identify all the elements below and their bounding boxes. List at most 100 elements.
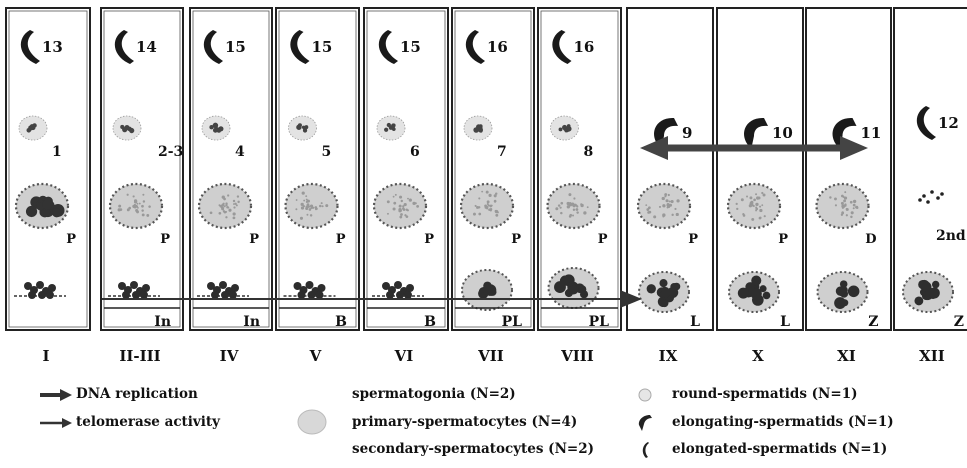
spermatogonium-blob [140, 291, 148, 299]
chromatin-speckle [671, 214, 673, 216]
chromatin-speckle [148, 205, 151, 208]
chromatin-speckle [393, 202, 396, 205]
stage-panel-border [101, 8, 183, 330]
spermatogonium-blob [406, 284, 414, 292]
chromatin-speckle [841, 202, 844, 205]
chromatin-speckle [315, 208, 317, 210]
spermatogonium-blob [130, 281, 138, 289]
chromatin-speckle [237, 195, 239, 197]
chromatin-speckle [568, 205, 570, 207]
spermatogonia-type-label: B [335, 314, 347, 330]
spermatocyte-bottom-label: Z [954, 314, 964, 330]
chromatin-speckle [853, 207, 855, 209]
spermatocyte-phase-label: P [160, 232, 170, 247]
stage-panel-inner-border [367, 11, 445, 327]
chromatin-speckle [43, 200, 53, 210]
chromatin-speckle [753, 199, 756, 202]
chromatin-speckle [829, 196, 831, 198]
elongated-spermatid-step: 15 [400, 38, 421, 56]
chromatin-speckle [227, 207, 229, 209]
round-spermatid-step: 7 [497, 144, 507, 160]
secondary-spermatocyte-dot [922, 194, 926, 198]
spermatogonium-blob [219, 281, 227, 289]
spermatocyte-phase-label: P [336, 232, 346, 247]
stage-panel-border [190, 8, 272, 330]
chromatin-speckle [846, 214, 848, 216]
chromatin-speckle [233, 206, 235, 208]
chromatin-speckle [401, 200, 403, 202]
spermatogonium-blob [316, 291, 324, 299]
chromatin-speckle [221, 204, 224, 207]
chromatin-speckle [560, 212, 562, 214]
spermatogonium-blob [28, 291, 36, 299]
chromatin-speckle [842, 211, 844, 213]
chromatin-speckle [26, 206, 37, 217]
nucleus-speckle [29, 127, 33, 131]
chromatin-speckle [399, 216, 402, 219]
chromatin-speckle [306, 214, 308, 216]
stage-roman-numeral: VII [477, 347, 504, 365]
chromatin-speckle [666, 199, 669, 202]
elongated-spermatid-step: 15 [312, 38, 333, 56]
chromatin-speckle [834, 197, 837, 200]
chromatin-speckle [142, 194, 144, 196]
spermatogonium-blob [122, 291, 130, 299]
nucleus-speckle [389, 125, 394, 130]
chromatin-speckle [559, 207, 561, 209]
chromatin-speckle [645, 204, 647, 206]
spermatogonium-blob [308, 291, 316, 299]
chromatin-speckle [497, 211, 499, 213]
secondary-spermatocyte-dot [918, 198, 922, 202]
chromatin-speckle [142, 213, 145, 216]
chromatin-speckle [576, 211, 578, 213]
chromatin-speckle [763, 194, 766, 197]
chromatin-speckle [393, 196, 395, 198]
chromatin-speckle [295, 208, 297, 210]
chromatin-speckle [844, 204, 847, 207]
chromatin-speckle [736, 203, 738, 205]
elongated-spermatid-icon [379, 30, 398, 64]
chromatin-speckle [755, 193, 757, 195]
chromatin-speckle [662, 213, 665, 216]
spermatocyte-phase-label: P [249, 232, 259, 247]
chromatin-speckle [137, 203, 139, 205]
elongated-spermatid-icon [21, 30, 40, 64]
chromatin-speckle [669, 201, 671, 203]
nucleus-speckle [384, 128, 388, 132]
chromatin-speckle [473, 213, 476, 216]
chromatin-speckle [764, 215, 766, 217]
nucleus-speckle [479, 129, 482, 132]
chromatin-speckle [853, 200, 856, 203]
secondary-spermatocyte-dot [930, 190, 934, 194]
chromatin-speckle [494, 194, 497, 197]
chromatin-blob [748, 287, 757, 296]
chromatin-speckle [478, 197, 480, 199]
stage-panel-border [364, 8, 448, 330]
chromatin-blob [852, 287, 859, 294]
chromatin-speckle [312, 207, 314, 209]
spermatocyte-phase-label: D [865, 232, 876, 247]
chromatin-speckle [494, 200, 497, 203]
spermatogonia-type-label: B [424, 314, 436, 330]
nucleus-speckle [564, 129, 568, 133]
chromatin-speckle [398, 209, 401, 212]
chromatin-blob [670, 283, 677, 290]
nucleus-speckle [559, 127, 563, 131]
chromatin-speckle [296, 199, 298, 201]
chromatin-speckle [844, 191, 846, 193]
chromatin-speckle [850, 201, 853, 204]
nucleus-speckle [298, 123, 302, 127]
nucleus-speckle [213, 128, 218, 133]
elongated-spermatid-step: 15 [225, 38, 246, 56]
chromatin-speckle [399, 196, 402, 199]
chromatin-speckle [481, 191, 483, 193]
chromatin-speckle [222, 195, 225, 198]
chromatin-speckle [325, 204, 328, 207]
chromatin-blob [763, 292, 771, 300]
chromatin-speckle [476, 206, 479, 209]
spermatogonium-blob [306, 281, 314, 289]
